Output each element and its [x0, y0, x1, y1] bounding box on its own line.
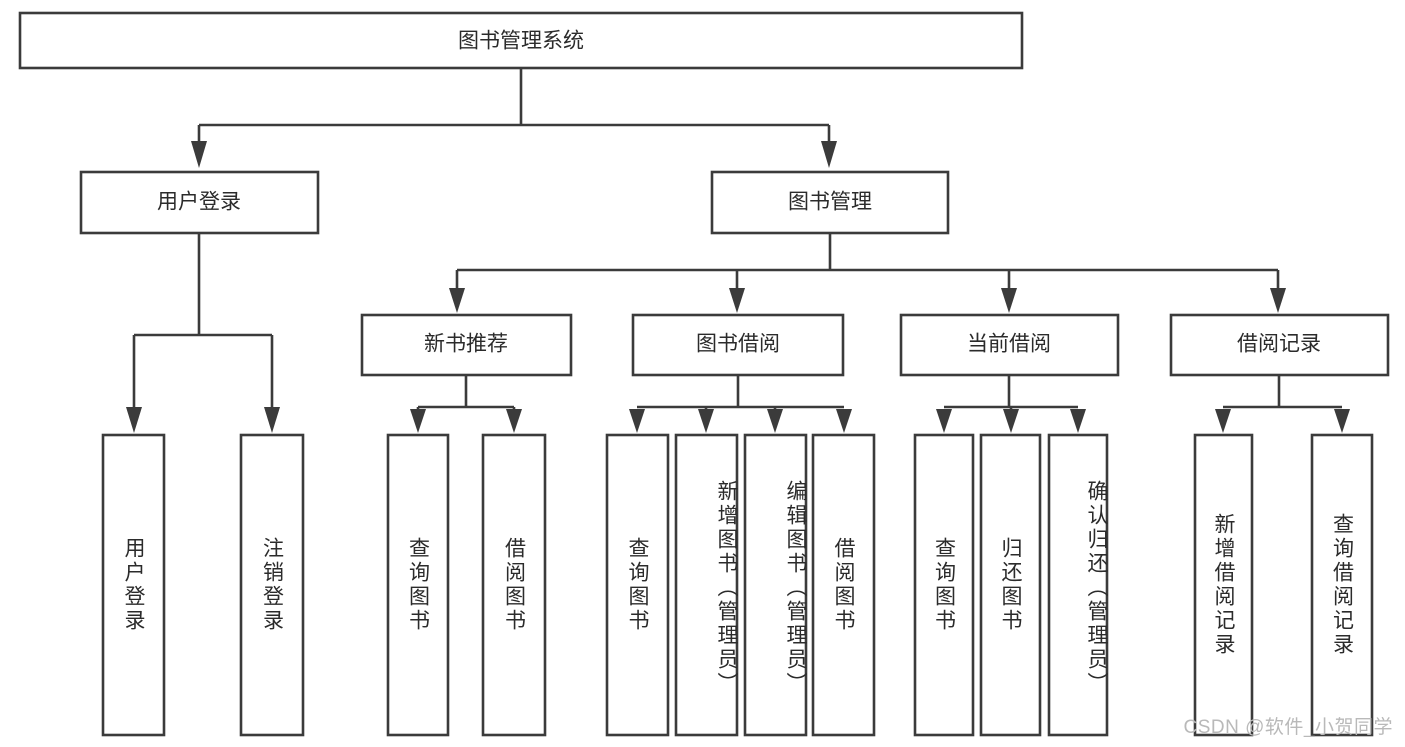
leaf-box-query-record[interactable] — [1310, 433, 1374, 737]
node-book-management-box[interactable] — [710, 170, 950, 235]
leaf-box-query-book-cb[interactable] — [913, 433, 975, 737]
node-current-borrow-box[interactable] — [899, 313, 1120, 377]
leaf-box-add-book[interactable] — [674, 433, 739, 737]
node-root-box[interactable] — [18, 11, 1024, 70]
arrowhead-br-query-record — [1334, 409, 1350, 433]
arrowhead-bb-add-book — [698, 409, 714, 433]
leaf-box-add-record[interactable] — [1193, 433, 1254, 737]
arrowhead-user-login — [191, 141, 207, 168]
arrowhead-book-mgmt — [821, 141, 837, 168]
arrowhead-leaf-logout — [264, 407, 280, 433]
arrowhead-cb-confirm-return — [1070, 409, 1086, 433]
leaf-box-confirm-return[interactable] — [1047, 433, 1109, 737]
leaf-box-query-book-bb[interactable] — [605, 433, 670, 737]
leaf-box-edit-book[interactable] — [743, 433, 808, 737]
node-book-borrow-box[interactable] — [631, 313, 845, 377]
arrowhead-bb-query-book — [629, 409, 645, 433]
node-book-borrow-label: 图书借阅 — [696, 333, 780, 356]
node-borrow-record-box[interactable] — [1169, 313, 1390, 377]
node-book-management-label: 图书管理 — [788, 191, 872, 214]
arrowhead-borrow-record — [1270, 288, 1286, 313]
leaf-box-borrow-book-bb[interactable] — [811, 433, 876, 737]
node-new-book-recommend-label: 新书推荐 — [424, 333, 508, 356]
leaf-box-borrow-book-nbr[interactable] — [481, 433, 547, 737]
leaf-box-return-book[interactable] — [979, 433, 1042, 737]
arrowhead-new-book-rec — [449, 288, 465, 313]
node-current-borrow-label: 当前借阅 — [967, 333, 1051, 356]
leaf-box-query-book-nbr[interactable] — [386, 433, 450, 737]
leaf-box-user-login[interactable] — [101, 433, 166, 737]
node-user-login-label: 用户登录 — [157, 191, 241, 214]
arrowhead-br-add-record — [1215, 409, 1231, 433]
arrowhead-leaf-user-login — [126, 407, 142, 433]
watermark-text: CSDN @软件_小贺同学 — [1183, 717, 1393, 738]
arrowhead-nbr-borrow-book — [506, 409, 522, 433]
arrowhead-bb-borrow-book — [836, 409, 852, 433]
node-root-label: 图书管理系统 — [458, 30, 584, 53]
node-borrow-record-label: 借阅记录 — [1237, 333, 1321, 356]
node-new-book-recommend-box[interactable] — [360, 313, 573, 377]
arrowhead-nbr-query-book — [410, 409, 426, 433]
arrowhead-cb-query-book — [936, 409, 952, 433]
arrowhead-book-borrow — [729, 288, 745, 313]
arrowhead-current-borrow — [1001, 288, 1017, 313]
leaf-box-logout[interactable] — [239, 433, 305, 737]
arrowhead-bb-edit-book — [767, 409, 783, 433]
arrowhead-cb-return-book — [1003, 409, 1019, 433]
